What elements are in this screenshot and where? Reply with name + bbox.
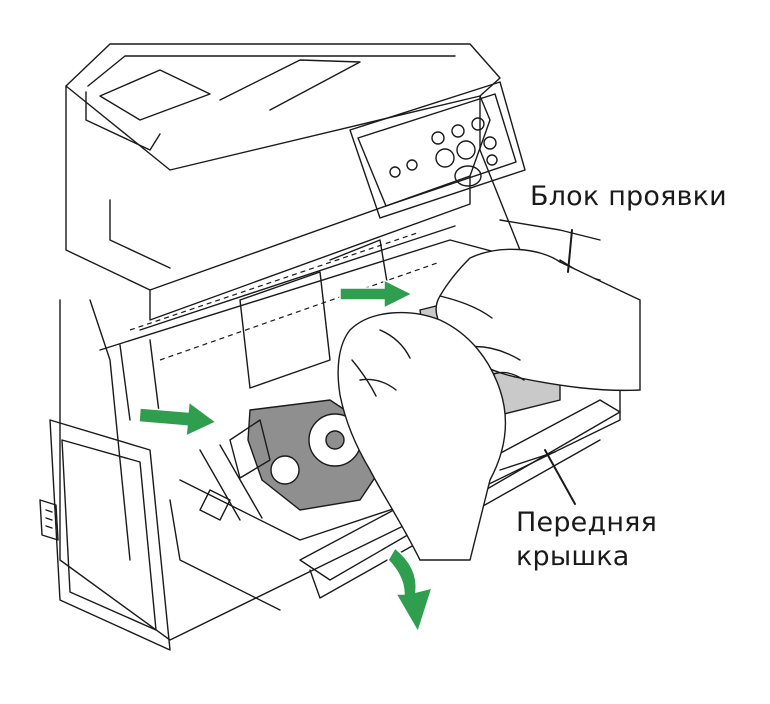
front-cover-label-line2: крышка [516,541,630,572]
development-unit-label: Блок проявки [530,181,727,212]
drum-mechanism [169,399,421,611]
arrow-right-icon [339,278,414,310]
scanner-lid [65,43,501,321]
leader-development-unit [567,229,573,273]
side-door [39,419,171,651]
front-cover-label: Передняя крышка [516,506,657,574]
left-hand [337,311,507,561]
leader-front-cover [544,449,576,505]
arrow-top [339,278,414,310]
arrow-close [387,546,434,634]
front-cover-label-line1: Передняя [516,507,658,538]
arrow-down-curved-icon [387,546,434,634]
arrow-right-icon [138,400,218,438]
operation-panel [349,81,526,219]
arrow-left [138,400,218,438]
